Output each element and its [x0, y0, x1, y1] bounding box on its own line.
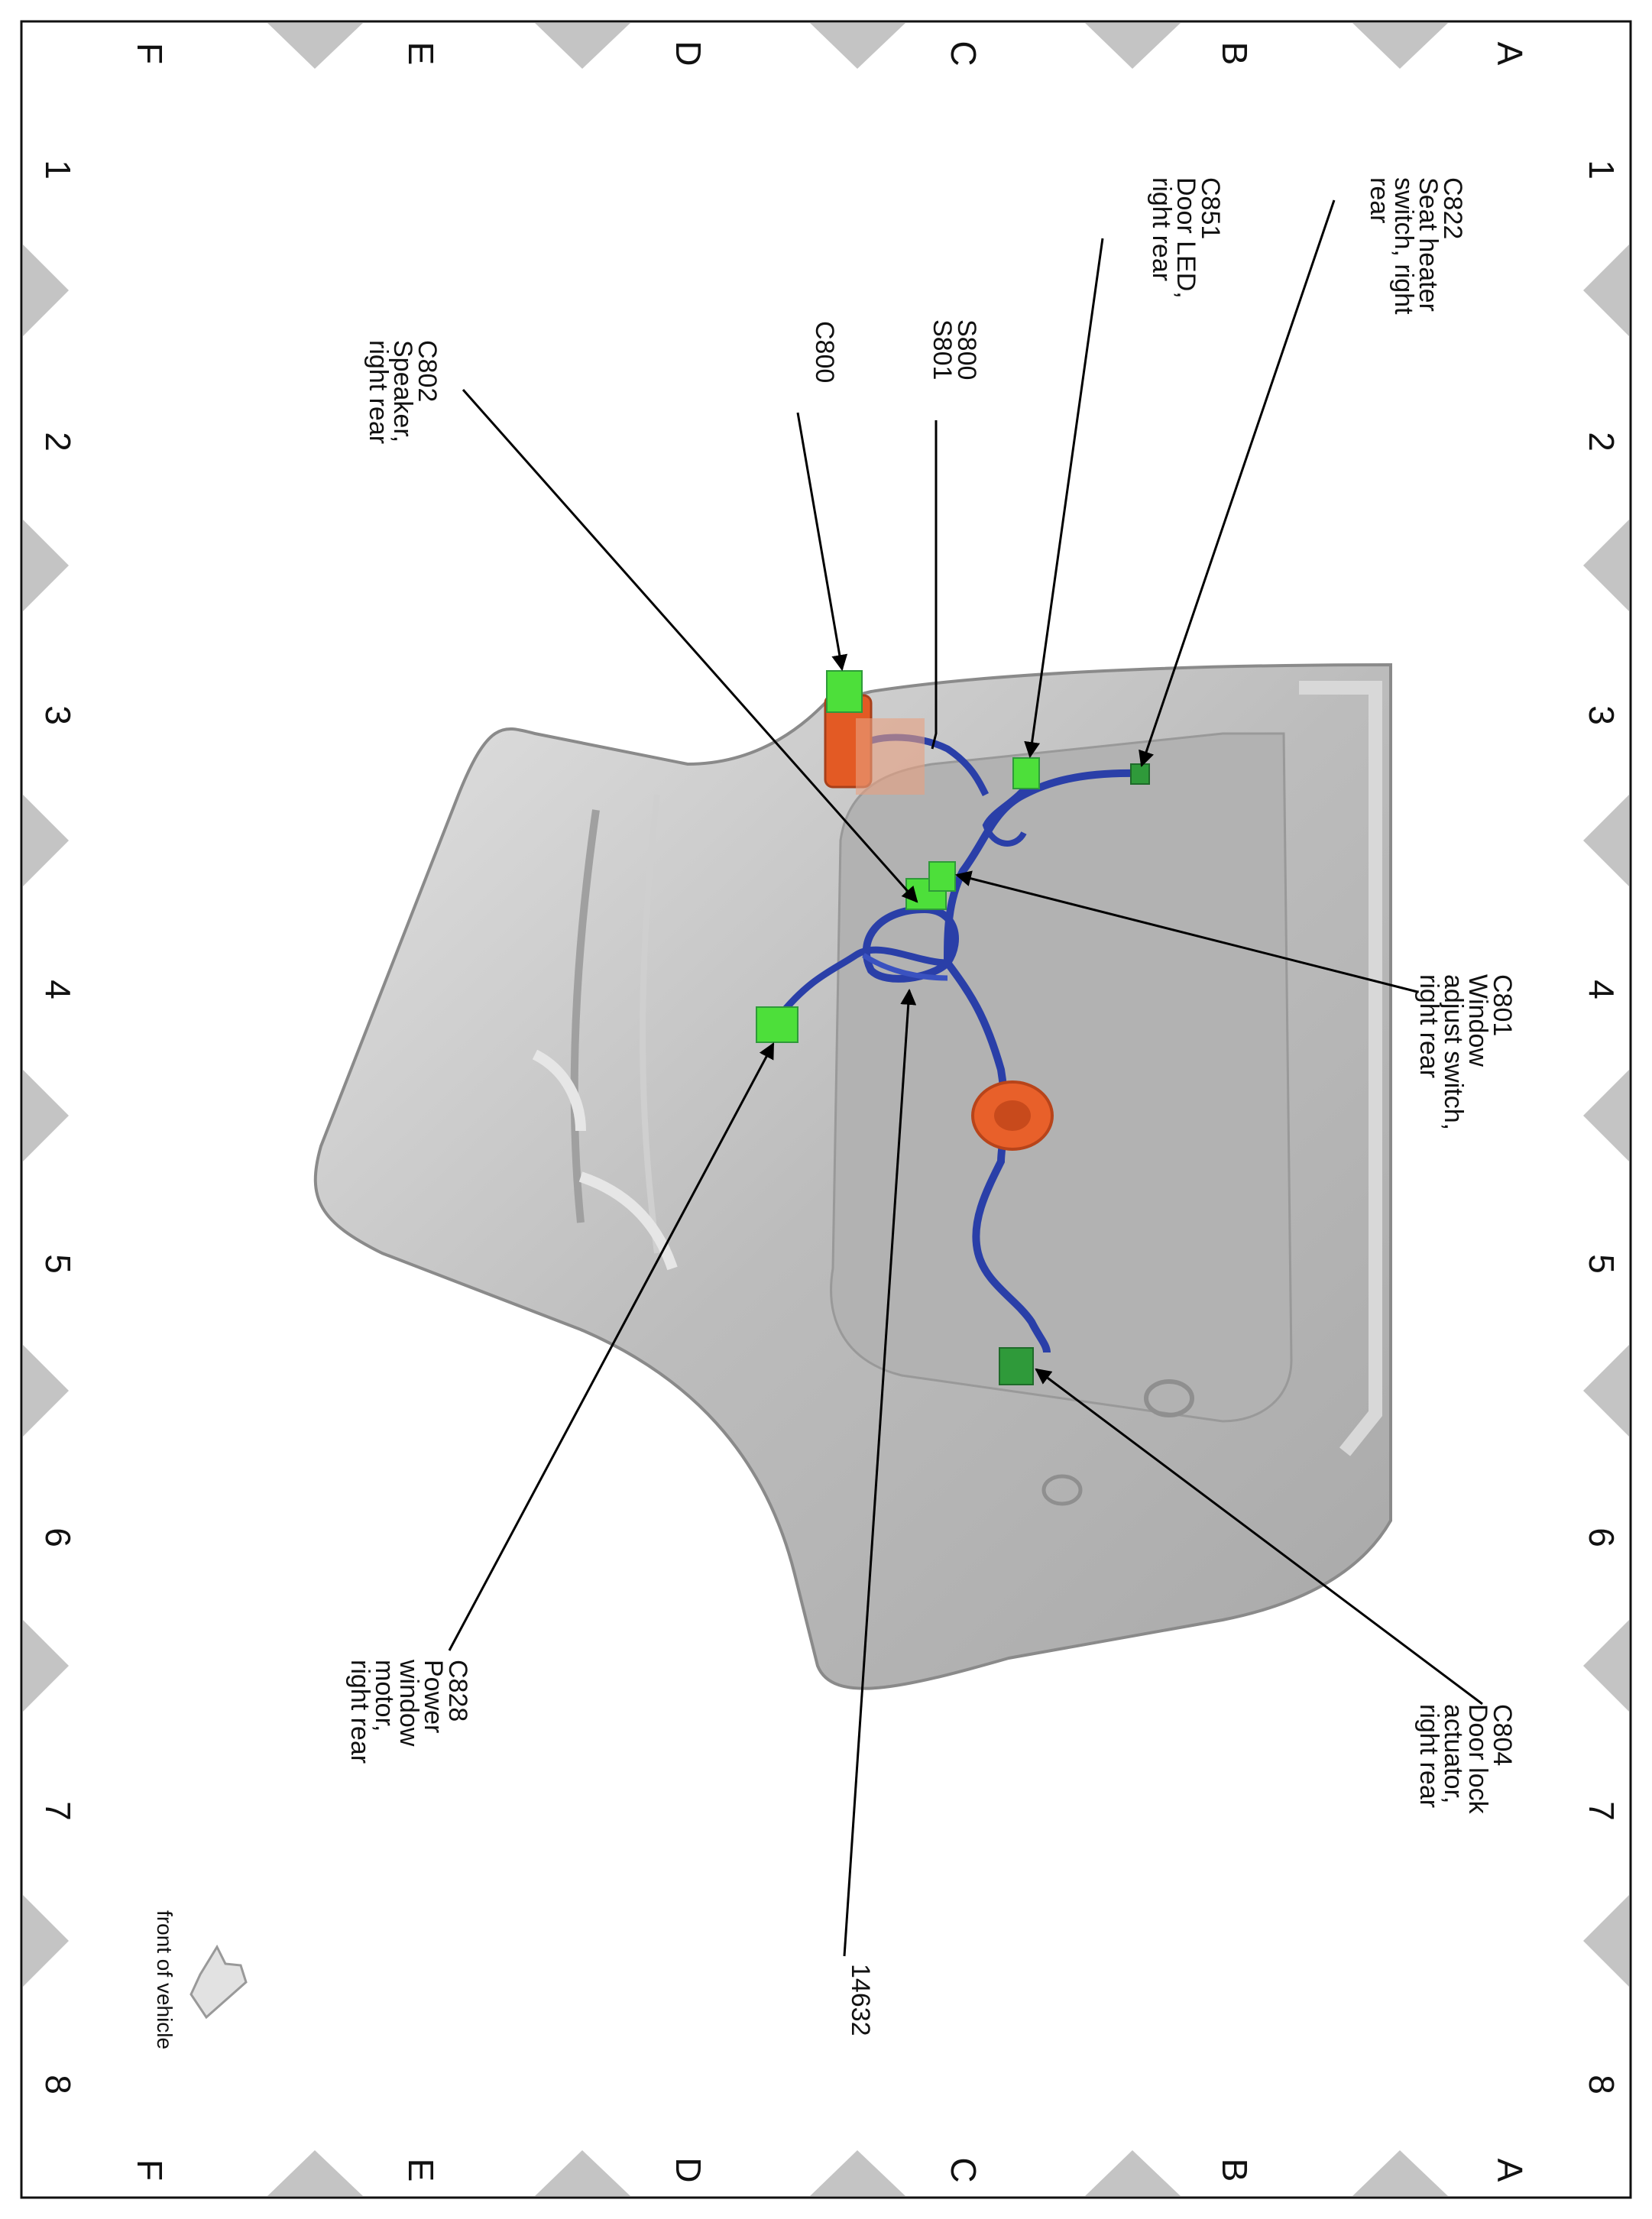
row-letter-a: A	[1490, 42, 1530, 66]
svg-text:C801: C801	[1488, 974, 1517, 1036]
callout-c828: C828 Power window motor, right rear	[345, 1659, 472, 1764]
row-letter-b: B	[1215, 2159, 1255, 2182]
column-number-4: 4	[38, 980, 78, 999]
column-number-8: 8	[1582, 2075, 1621, 2094]
svg-text:right rear: right rear	[1147, 177, 1176, 281]
column-number-6: 6	[1582, 1527, 1621, 1547]
connector-c804	[999, 1347, 1034, 1385]
svg-text:right rear: right rear	[1414, 1704, 1443, 1808]
svg-text:Door LED,: Door LED,	[1171, 177, 1200, 299]
column-number-2: 2	[1582, 432, 1621, 452]
svg-text:Door lock: Door lock	[1463, 1704, 1492, 1815]
svg-text:Power: Power	[419, 1660, 448, 1733]
svg-text:C802: C802	[413, 340, 442, 402]
svg-text:C800: C800	[810, 321, 839, 383]
column-number-4: 4	[1582, 980, 1621, 999]
column-number-6: 6	[38, 1527, 78, 1547]
callout-harness-14632: 14632	[846, 1964, 875, 2036]
row-letters-bottom: A B C D E F	[130, 2157, 1530, 2182]
row-letter-f: F	[130, 2159, 170, 2181]
svg-text:adjust switch,: adjust switch,	[1439, 974, 1468, 1130]
column-number-3: 3	[1582, 705, 1621, 725]
row-letter-d: D	[669, 2157, 708, 2182]
column-numbers-right: 1 2 3 4 5 6 7 8	[1582, 160, 1621, 2094]
column-number-5: 5	[38, 1254, 78, 1274]
connector-c801	[928, 861, 956, 892]
door-panel-illustration	[313, 662, 1392, 1690]
svg-text:window: window	[394, 1659, 423, 1747]
connector-c800	[826, 670, 863, 713]
column-number-1: 1	[38, 160, 78, 180]
column-number-7: 7	[1582, 1801, 1621, 1821]
callout-c801: C801 Window adjust switch, right rear	[1414, 974, 1517, 1130]
column-number-2: 2	[38, 432, 78, 452]
column-number-7: 7	[38, 1801, 78, 1821]
row-letter-e: E	[401, 42, 441, 66]
row-letter-d: D	[669, 40, 708, 66]
svg-text:C851: C851	[1196, 177, 1225, 239]
column-numbers-left: 1 2 3 4 5 6 7 8	[38, 160, 78, 2094]
row-letter-e: E	[401, 2159, 441, 2182]
front-arrow-icon	[189, 1944, 248, 2020]
svg-text:right rear: right rear	[345, 1660, 374, 1764]
row-letter-a: A	[1490, 2159, 1530, 2182]
svg-text:actuator,: actuator,	[1439, 1704, 1468, 1803]
row-letter-f: F	[130, 43, 170, 64]
harness-grommet	[971, 1080, 1054, 1151]
row-letters-top: A B C D E F	[130, 40, 1530, 66]
callout-c851: C851 Door LED, right rear	[1147, 177, 1225, 299]
svg-text:S800: S800	[952, 319, 981, 380]
front-of-vehicle-indicator: front of vehicle	[153, 1910, 248, 2049]
svg-text:motor,: motor,	[370, 1660, 399, 1731]
svg-text:Window: Window	[1463, 974, 1492, 1067]
connector-c828	[756, 1006, 798, 1043]
svg-text:S801: S801	[928, 319, 957, 380]
row-letter-c: C	[944, 40, 983, 66]
column-number-5: 5	[1582, 1254, 1621, 1274]
svg-text:14632: 14632	[846, 1964, 875, 2036]
callout-c800: C800	[810, 321, 839, 383]
svg-text:C804: C804	[1488, 1704, 1517, 1766]
callout-s800-s801: S800 S801	[928, 319, 981, 380]
leader-lines	[448, 199, 1483, 1957]
svg-text:rear: rear	[1365, 177, 1394, 223]
connector-c822	[1130, 763, 1150, 785]
row-letter-b: B	[1215, 42, 1255, 66]
diagram-border	[20, 20, 1632, 2199]
column-number-1: 1	[1582, 160, 1621, 180]
svg-text:C828: C828	[443, 1660, 472, 1722]
svg-text:switch, right: switch, right	[1389, 177, 1418, 315]
zone-markers	[23, 23, 1629, 2196]
svg-text:right rear: right rear	[1414, 974, 1443, 1078]
column-number-8: 8	[38, 2075, 78, 2094]
row-letter-c: C	[944, 2157, 983, 2182]
svg-text:Seat heater: Seat heater	[1414, 177, 1443, 312]
callout-c804: C804 Door lock actuator, right rear	[1414, 1704, 1517, 1815]
connector-c851	[1012, 757, 1040, 789]
callout-c822: C822 Seat heater switch, right rear	[1365, 177, 1467, 315]
svg-text:C822: C822	[1438, 177, 1467, 239]
svg-text:Speaker,: Speaker,	[388, 340, 417, 442]
front-of-vehicle-label: front of vehicle	[153, 1910, 177, 2049]
column-number-3: 3	[38, 705, 78, 725]
svg-text:right rear: right rear	[364, 340, 393, 444]
callout-c802: C802 Speaker, right rear	[364, 340, 442, 444]
